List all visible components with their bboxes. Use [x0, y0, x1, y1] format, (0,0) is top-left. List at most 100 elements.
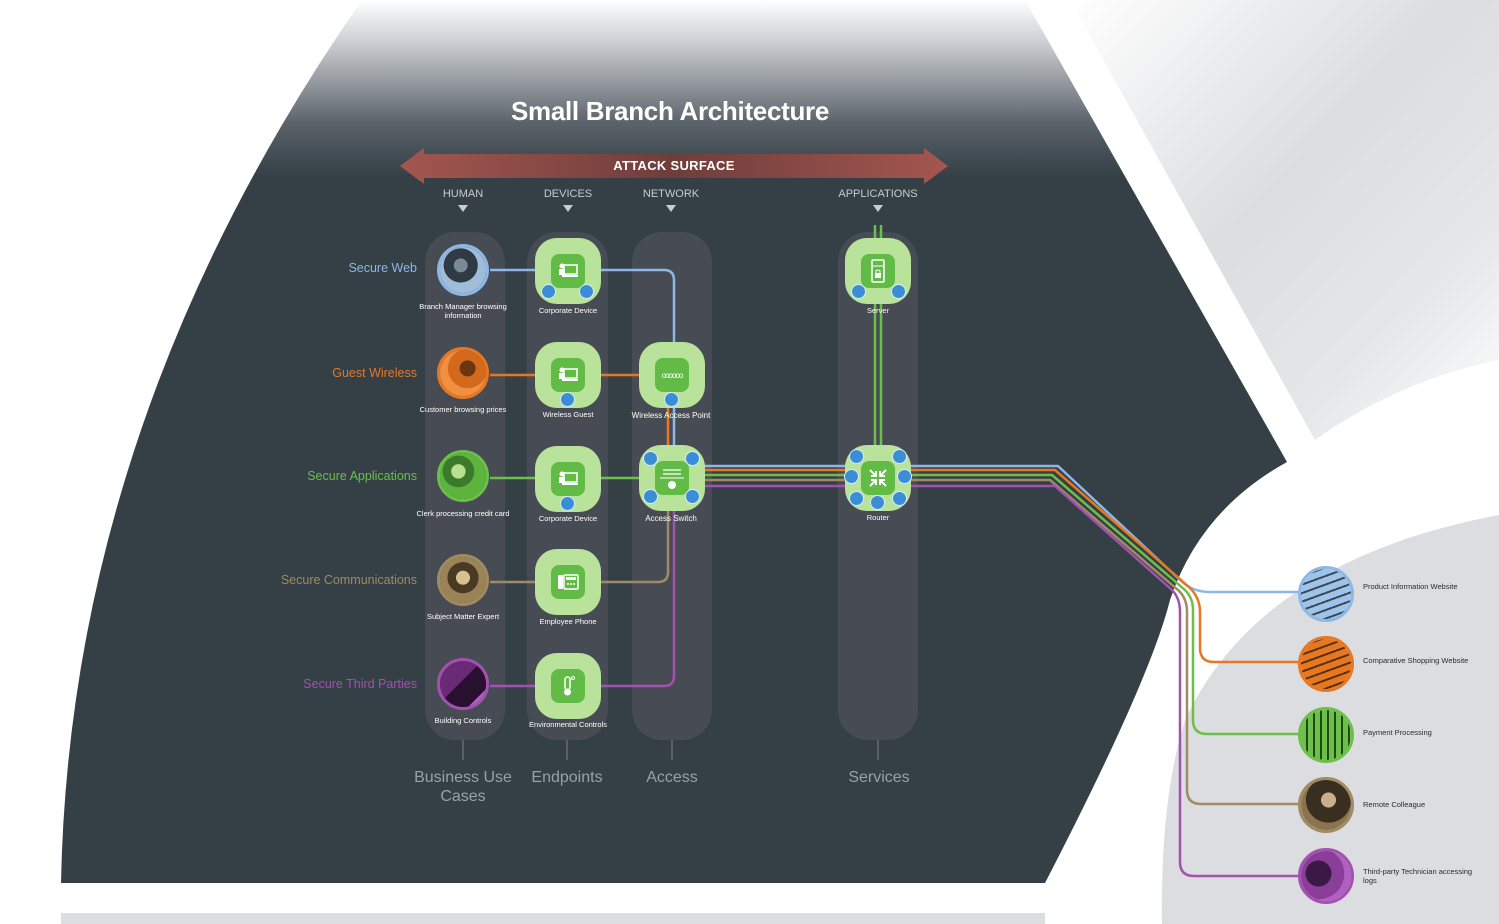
- node-employee-phone[interactable]: [535, 549, 601, 615]
- photo-icon: [1301, 780, 1351, 830]
- thermometer-icon: [551, 669, 585, 703]
- device-caption: Environmental Controls: [529, 720, 607, 729]
- external-label: Remote Colleague: [1363, 800, 1426, 809]
- wifi-badge-icon: [541, 284, 556, 299]
- laptop-check-badge-icon: [851, 284, 866, 299]
- external-label: Third-party Technician accessing logs: [1363, 867, 1473, 885]
- person-branch-manager[interactable]: [437, 244, 489, 296]
- photo-icon: [440, 661, 486, 707]
- row-label-guest-wireless: Guest Wireless: [332, 366, 417, 380]
- desk-phone-icon: [551, 565, 585, 599]
- line-secure-web: [490, 268, 1300, 594]
- external-payment-processing[interactable]: [1298, 707, 1354, 763]
- device-caption: Wireless Guest: [542, 410, 594, 419]
- down-triangle-icon: [458, 205, 468, 212]
- shield-badge-icon: [844, 469, 859, 484]
- down-triangle-icon: [873, 205, 883, 212]
- person-caption: Building Controls: [434, 716, 492, 725]
- laptop-user-icon: [551, 358, 585, 392]
- firewall-badge-icon: [643, 451, 658, 466]
- person-caption: Branch Manager browsing information: [419, 302, 507, 320]
- device-caption: Corporate Device: [538, 306, 598, 315]
- person-building-controls[interactable]: [437, 658, 489, 710]
- hand-key-badge-icon: [892, 491, 907, 506]
- globe-badge-icon: [643, 489, 658, 504]
- stem: [877, 740, 879, 760]
- down-triangle-icon: [666, 205, 676, 212]
- lane-label-access: Access: [646, 769, 698, 786]
- firewall-badge-icon: [849, 491, 864, 506]
- column-head-devices: DEVICES: [543, 188, 593, 200]
- photo-icon: [1301, 710, 1351, 760]
- stem: [462, 740, 464, 760]
- photo-icon: [1301, 639, 1351, 689]
- external-label: Payment Processing: [1363, 728, 1432, 737]
- person-clerk[interactable]: [437, 450, 489, 502]
- lane-label-business-use-cases: Business Use Cases: [414, 769, 512, 805]
- external-remote-colleague[interactable]: [1298, 777, 1354, 833]
- mail-badge-icon: [849, 449, 864, 464]
- line-secure-third-parties: [490, 484, 1300, 878]
- services-caption: Router: [866, 513, 890, 522]
- node-server[interactable]: [845, 238, 911, 304]
- server-lock-icon: [861, 254, 895, 288]
- column-head-network: NETWORK: [642, 188, 700, 200]
- lane-label-services: Services: [848, 769, 910, 786]
- server-badge-icon: [892, 449, 907, 464]
- photo-icon: [1301, 569, 1351, 619]
- node-access-switch[interactable]: [639, 445, 705, 511]
- photo-icon: [440, 453, 486, 499]
- signal-badge-icon: [664, 392, 679, 407]
- network-caption: Access Switch: [645, 514, 697, 523]
- router-arrows-icon: [861, 461, 895, 495]
- lane-label-endpoints: Endpoints: [531, 769, 603, 786]
- row-label-secure-applications: Secure Applications: [307, 469, 417, 483]
- node-corporate-device-web[interactable]: [535, 238, 601, 304]
- external-label: Comparative Shopping Website: [1363, 656, 1469, 665]
- user-chart-badge-icon: [579, 284, 594, 299]
- wifi-badge-icon: [560, 392, 575, 407]
- row-label-secure-communications: Secure Communications: [280, 573, 417, 587]
- photo-icon: [440, 557, 486, 603]
- device-caption: Corporate Device: [538, 514, 598, 523]
- user-chart-badge-icon: [560, 496, 575, 511]
- hand-key-badge-icon: [685, 489, 700, 504]
- external-product-information-website[interactable]: [1298, 566, 1354, 622]
- row-label-secure-web: Secure Web: [348, 261, 417, 275]
- bottom-strip: [61, 913, 1045, 924]
- person-caption: Subject Matter Expert: [426, 612, 500, 621]
- node-router[interactable]: [844, 445, 912, 511]
- row-label-secure-third-parties: Secure Third Parties: [303, 677, 417, 691]
- network-caption: Wireless Access Point: [631, 411, 711, 420]
- person-customer[interactable]: [437, 347, 489, 399]
- down-triangle-icon: [563, 205, 573, 212]
- server-badge-icon: [891, 284, 906, 299]
- column-head-human: HUMAN: [442, 188, 484, 200]
- node-environmental-controls[interactable]: [535, 653, 601, 719]
- external-comparative-shopping-website[interactable]: [1298, 636, 1354, 692]
- stem: [566, 740, 568, 760]
- page-title: Small Branch Architecture: [510, 96, 830, 126]
- access-point-icon: oooooo: [655, 358, 689, 392]
- attack-surface-label: ATTACK SURFACE: [613, 158, 735, 173]
- column-head-applications: APPLICATIONS: [838, 188, 918, 200]
- fingerprint-badge-icon: [870, 495, 885, 510]
- gray-wedge-top: [1070, 0, 1499, 440]
- services-caption: Server: [866, 306, 890, 315]
- photo-icon: [440, 350, 486, 396]
- external-third-party-technician[interactable]: [1298, 848, 1354, 904]
- device-badge-icon: [897, 469, 912, 484]
- person-subject-matter-expert[interactable]: [437, 554, 489, 606]
- laptop-user-icon: [551, 462, 585, 496]
- photo-icon: [1301, 851, 1351, 901]
- photo-icon: [440, 247, 486, 293]
- person-caption: Customer browsing prices: [419, 405, 507, 414]
- laptop-user-icon: [551, 254, 585, 288]
- line-secure-communications: [490, 478, 1300, 806]
- node-corporate-device-apps[interactable]: [535, 446, 601, 512]
- attack-surface-arrow: [400, 148, 948, 184]
- node-wireless-access-point[interactable]: oooooo: [639, 342, 705, 408]
- node-wireless-guest[interactable]: [535, 342, 601, 408]
